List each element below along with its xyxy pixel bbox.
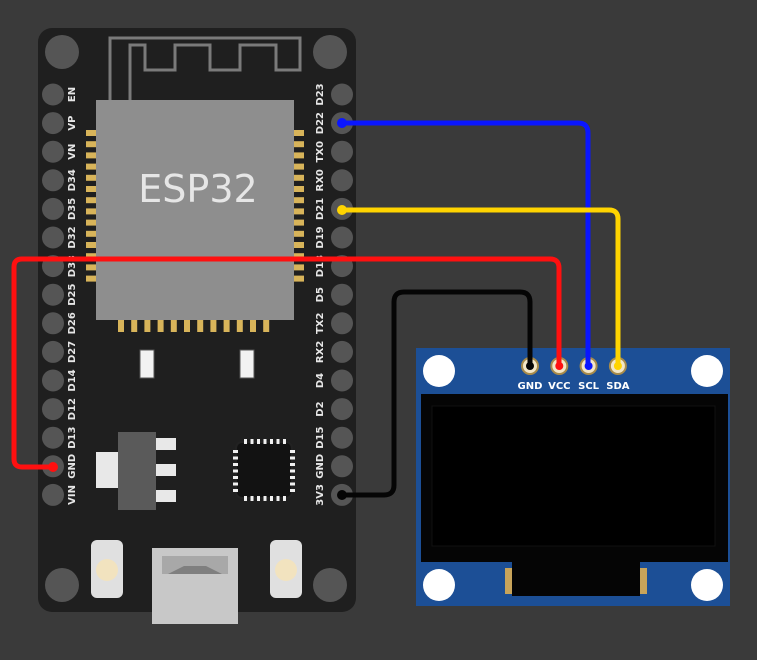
pin-label: TX0 <box>315 141 326 163</box>
header-pin-d5[interactable] <box>331 283 353 306</box>
mounting-hole <box>45 568 79 602</box>
esp32-board[interactable]: ESP32 ENV <box>38 28 356 624</box>
wire-vcc[interactable] <box>11 256 562 470</box>
header-pin-d13[interactable] <box>42 426 64 449</box>
oled-screen <box>431 405 716 547</box>
boot-button[interactable] <box>270 540 302 598</box>
wire-scl[interactable] <box>340 120 591 366</box>
header-pin-d35[interactable] <box>42 197 64 220</box>
header-pin-rx2[interactable] <box>331 340 353 363</box>
wire-sda[interactable] <box>340 207 621 366</box>
pin-label: D19 <box>315 226 326 248</box>
header-pin-vin[interactable] <box>42 483 64 506</box>
header-pin-d25[interactable] <box>42 283 64 306</box>
pin-label: 3V3 <box>315 484 326 506</box>
pin-label: D25 <box>67 284 78 306</box>
pin-label: D33 <box>67 255 78 277</box>
pin-label: D14 <box>67 369 78 391</box>
pin-label: D32 <box>67 226 78 248</box>
flex-cable-pad <box>640 568 647 594</box>
pin-label: D4 <box>315 373 326 388</box>
pin-label: D27 <box>67 341 78 363</box>
antenna-trace <box>108 36 302 100</box>
oled-pin-label: GND <box>518 381 543 392</box>
header-pin-tx0[interactable] <box>331 140 353 163</box>
header-pin-vn[interactable] <box>42 140 64 163</box>
pin-label: D5 <box>315 287 326 302</box>
mounting-hole <box>423 355 455 387</box>
pin-label: D13 <box>67 427 78 449</box>
led-power <box>139 349 155 379</box>
header-pin-d2[interactable] <box>331 398 353 421</box>
oled-pin-label: VCC <box>548 381 570 392</box>
header-pin-d19[interactable] <box>331 226 353 249</box>
wire-gnd[interactable] <box>340 289 533 498</box>
mounting-hole <box>423 569 455 601</box>
voltage-regulator <box>96 432 176 510</box>
oled-pin-header: GND VCC SCL SDA <box>518 357 630 392</box>
header-pin-d15[interactable] <box>331 426 353 449</box>
pin-label: GND <box>67 454 78 479</box>
chip-label: ESP32 <box>138 167 257 211</box>
pin-label: VIN <box>67 485 78 505</box>
header-pin-gnd[interactable] <box>331 455 353 478</box>
flex-cable <box>512 562 640 596</box>
mounting-hole <box>313 35 347 69</box>
wires <box>11 120 621 498</box>
oled-display[interactable]: GND VCC SCL SDA <box>416 348 730 606</box>
pin-label: GND <box>315 454 326 479</box>
header-pin-d27[interactable] <box>42 340 64 363</box>
oled-pin-label: SDA <box>606 381 630 392</box>
mounting-hole <box>691 569 723 601</box>
usb-serial-chip <box>233 439 295 501</box>
header-pin-d12[interactable] <box>42 398 64 421</box>
header-pin-d23[interactable] <box>331 83 353 106</box>
led-status <box>239 349 255 379</box>
pin-label: D22 <box>315 112 326 134</box>
header-pin-tx2[interactable] <box>331 312 353 335</box>
mounting-hole <box>691 355 723 387</box>
en-button[interactable] <box>91 540 123 598</box>
chip-pads <box>86 130 304 332</box>
wire-endpoints <box>48 118 347 500</box>
header-pin-d26[interactable] <box>42 312 64 335</box>
pin-label: D23 <box>315 83 326 105</box>
usb-port <box>152 548 238 624</box>
mounting-hole <box>45 35 79 69</box>
oled-pin-label: SCL <box>578 381 600 392</box>
header-pin-d4[interactable] <box>331 369 353 392</box>
pin-label: VN <box>67 144 78 160</box>
header-pin-d34[interactable] <box>42 169 64 192</box>
pin-label: RX0 <box>315 169 326 191</box>
pin-label: RX2 <box>315 341 326 363</box>
header-pin-en[interactable] <box>42 83 64 106</box>
pin-label: D12 <box>67 398 78 420</box>
pin-label: EN <box>67 87 78 102</box>
header-pin-d14[interactable] <box>42 369 64 392</box>
header-pin-vp[interactable] <box>42 112 64 135</box>
flex-cable-pad <box>505 568 512 594</box>
pin-label: D21 <box>315 198 326 220</box>
pin-label: D34 <box>67 169 78 191</box>
pin-label: TX2 <box>315 313 326 335</box>
pin-label: VP <box>67 116 78 131</box>
pin-label: D15 <box>315 427 326 449</box>
header-pin-d32[interactable] <box>42 226 64 249</box>
pin-label: D35 <box>67 198 78 220</box>
pin-label: D18 <box>315 255 326 277</box>
esp32-chip <box>96 100 294 320</box>
header-pin-rx0[interactable] <box>331 169 353 192</box>
pin-label: D26 <box>67 312 78 334</box>
mounting-hole <box>313 568 347 602</box>
pin-label: D2 <box>315 401 326 416</box>
